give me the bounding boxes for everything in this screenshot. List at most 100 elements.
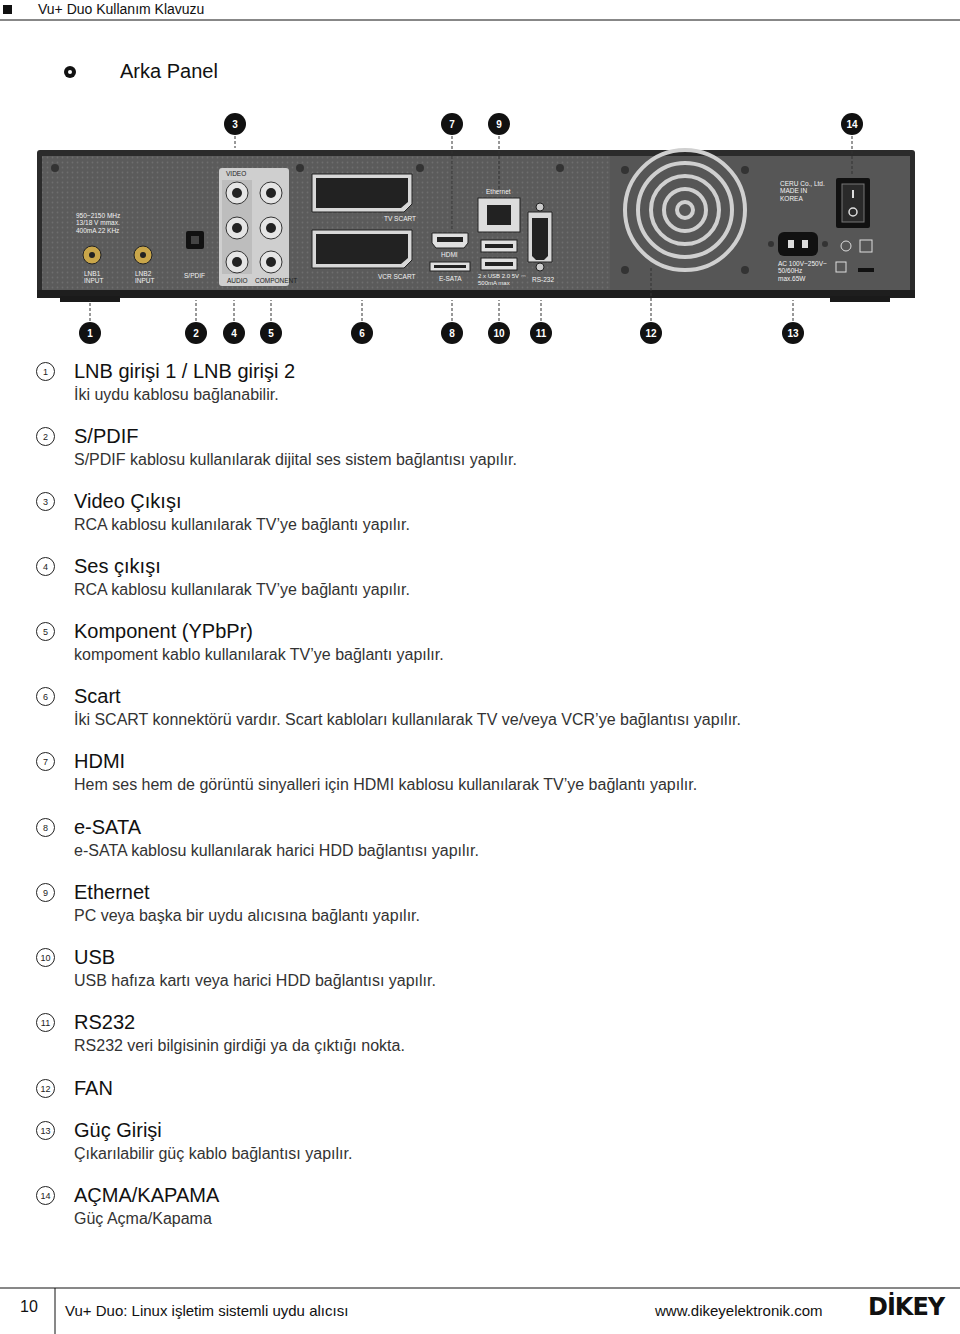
power-inlet — [768, 241, 774, 247]
item-number: 14 — [40, 1191, 50, 1201]
power-switch — [836, 178, 870, 228]
receiver-back-panel — [37, 150, 915, 298]
item-heading: Komponent (YPbPr) — [74, 620, 253, 643]
compliance-marks — [858, 268, 874, 272]
footer-rules — [55, 1288, 56, 1334]
callout-number-text: 14 — [846, 119, 857, 130]
footer-text: Vu+ Duo: Linux işletim sistemli uydu alı… — [65, 1302, 348, 1319]
compliance-marks — [836, 262, 846, 272]
power-switch — [849, 208, 857, 216]
list-item: 7HDMIHem ses hem de görüntü sinyalleri i… — [36, 750, 936, 800]
item-number-circle: 1 — [36, 362, 55, 381]
item-number-circle: 11 — [36, 1013, 55, 1032]
screws — [416, 164, 424, 172]
leader-lines — [651, 268, 652, 321]
item-description: Çıkarılabilir güç kablo bağlantısı yapıl… — [74, 1145, 352, 1163]
port-label: COMPONENT — [255, 277, 297, 284]
callout-number: 1 — [79, 322, 101, 344]
item-description: RCA kablosu kullanılarak TV’ye bağlantı … — [74, 581, 410, 599]
port-label: E-SATA — [439, 275, 462, 282]
leader-lines — [452, 136, 453, 229]
callout-number: 11 — [530, 322, 552, 344]
compliance-marks — [836, 240, 874, 272]
list-item: 5Komponent (YPbPr)kompoment kablo kullan… — [36, 620, 936, 670]
leader-lines — [234, 300, 235, 321]
item-heading: Güç Girişi — [74, 1119, 162, 1142]
item-heading: RS232 — [74, 1011, 135, 1034]
item-number-circle: 7 — [36, 752, 55, 771]
leader-lines — [452, 300, 453, 321]
rs232-port — [536, 263, 544, 271]
item-number: 4 — [43, 562, 48, 572]
item-description: USB hafıza kartı veya harici HDD bağlant… — [74, 972, 436, 990]
callout-number: 5 — [260, 322, 282, 344]
screws — [51, 164, 749, 274]
callout-number-text: 7 — [449, 119, 455, 130]
spdif-port — [186, 231, 204, 249]
port-label: TV SCART — [384, 215, 416, 222]
callout-number-text: 9 — [496, 119, 502, 130]
title-bullet — [68, 70, 72, 74]
ethernet-usb — [478, 198, 520, 270]
callout-number: 13 — [782, 322, 804, 344]
callout-number-text: 5 — [268, 328, 274, 339]
list-item: 2S/PDIFS/PDIF kablosu kullanılarak dijit… — [36, 425, 936, 475]
callout-number: 10 — [488, 322, 510, 344]
item-description: S/PDIF kablosu kullanılarak dijital ses … — [74, 451, 517, 469]
screws — [556, 164, 564, 172]
item-description: İki SCART konnektörü vardır. Scart kablo… — [74, 711, 741, 729]
item-heading: Ses çıkışı — [74, 555, 161, 578]
lnb-spec: 950~2150 MHz 13/18 V mmax. 400mA 22 KHz — [76, 212, 134, 234]
item-number: 10 — [40, 953, 50, 963]
item-heading: USB — [74, 946, 115, 969]
fan-grille — [677, 202, 693, 218]
leader-lines — [90, 136, 852, 321]
fan-grille — [638, 163, 732, 257]
list-item: 13Güç GirişiÇıkarılabilir güç kablo bağl… — [36, 1119, 936, 1169]
port-label: 2 x USB 2.0 5V ⎓ 500mA max — [478, 273, 526, 287]
port-label: VCR SCART — [378, 273, 415, 280]
callout-number: 3 — [224, 113, 246, 135]
hdmi-esata — [434, 265, 466, 268]
title-bullet — [64, 66, 76, 78]
rca-block — [222, 180, 252, 274]
rca-block — [266, 223, 276, 233]
power-switch — [842, 184, 864, 222]
rca-block — [260, 251, 282, 273]
rca-block — [226, 182, 248, 204]
footer-rules — [0, 1288, 960, 1334]
title-bullet — [64, 66, 76, 78]
rs232-port — [528, 212, 552, 262]
rca-block — [232, 188, 242, 198]
power-inlet — [802, 240, 808, 248]
list-item: 9EthernetPC veya başka bir uydu alıcısın… — [36, 881, 936, 931]
rca-block — [260, 182, 282, 204]
page-number: 10 — [20, 1298, 38, 1316]
lnb-connectors — [134, 246, 152, 264]
power-inlet — [788, 240, 794, 248]
rca-block — [260, 217, 282, 239]
leader-lines — [271, 300, 272, 321]
item-number-circle: 12 — [36, 1079, 55, 1098]
port-label: VIDEO — [226, 170, 246, 177]
leader-lines — [793, 300, 794, 321]
item-description: PC veya başka bir uydu alıcısına bağlant… — [74, 907, 420, 925]
rca-block — [232, 257, 242, 267]
leader-lines — [235, 136, 236, 148]
screws — [621, 166, 629, 174]
page-header: Vu+ Duo Kullanım Klavuzu — [38, 1, 204, 17]
callout-number: 14 — [841, 113, 863, 135]
item-heading: LNB girişi 1 / LNB girişi 2 — [74, 360, 295, 383]
power-inlet — [768, 232, 828, 256]
callout-number-text: 11 — [536, 328, 547, 339]
item-number: 12 — [40, 1084, 50, 1094]
leader-lines — [499, 136, 500, 195]
port-label: LNB1 INPUT — [84, 270, 112, 285]
item-number: 5 — [43, 627, 48, 637]
item-heading: Ethernet — [74, 881, 150, 904]
hdmi-esata — [430, 262, 470, 271]
callout-number: 7 — [441, 113, 463, 135]
item-number-circle: 8 — [36, 818, 55, 837]
callout-number: 8 — [441, 322, 463, 344]
callout-number: 9 — [488, 113, 510, 135]
